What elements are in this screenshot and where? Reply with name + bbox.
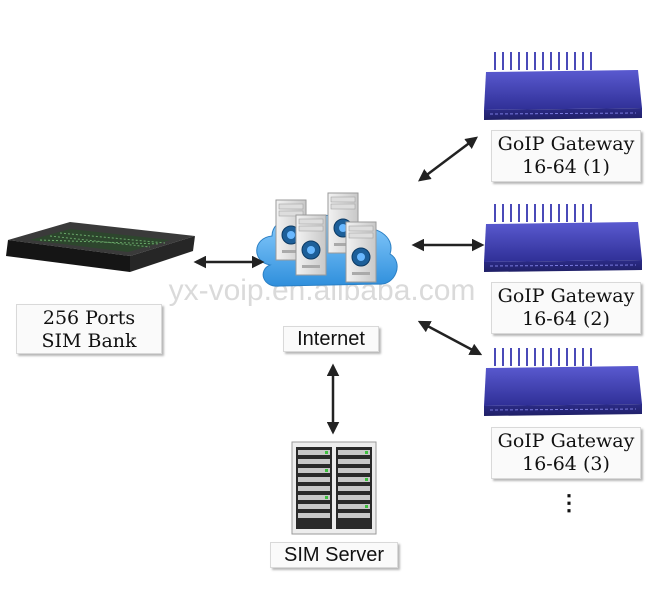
gateway-3-device (483, 347, 643, 417)
sim-bank-device (6, 222, 195, 272)
internet-label: Internet (283, 326, 379, 352)
sim-server-label-text: SIM Server (283, 544, 385, 566)
more-gateways-indicator: ⋮ (558, 490, 580, 515)
gateway-2-label-line-1: GoIP Gateway (497, 285, 635, 307)
gateway-3-label: GoIP Gateway 16-64 (3) (491, 427, 641, 479)
gateway-1-label-line-1: GoIP Gateway (497, 133, 635, 155)
gateway-2-label-line-2: 16-64 (2) (522, 308, 610, 330)
gateway-2-device (483, 203, 643, 273)
internet-cloud-icon (256, 192, 398, 287)
gateway-2-label: GoIP Gateway 16-64 (2) (491, 282, 641, 334)
gateway-3-label-line-1: GoIP Gateway (497, 430, 635, 452)
sim-bank-label-line-1: 256 Ports (42, 307, 136, 329)
gateway-3-label-line-2: 16-64 (3) (522, 453, 610, 475)
sim-server-rack-icon (291, 441, 377, 535)
internet-label-text: Internet (297, 328, 365, 350)
sim-bank-label-line-2: SIM Bank (41, 330, 137, 352)
sim-server-label: SIM Server (270, 542, 398, 568)
gateway-1-device (483, 51, 643, 121)
arrow-internet-gateway-1 (418, 136, 478, 182)
arrow-internet-gateway-3 (417, 320, 483, 356)
gateway-1-label: GoIP Gateway 16-64 (1) (491, 130, 641, 182)
sim-bank-label: 256 Ports SIM Bank (16, 304, 162, 354)
gateway-1-label-line-2: 16-64 (1) (522, 156, 610, 178)
